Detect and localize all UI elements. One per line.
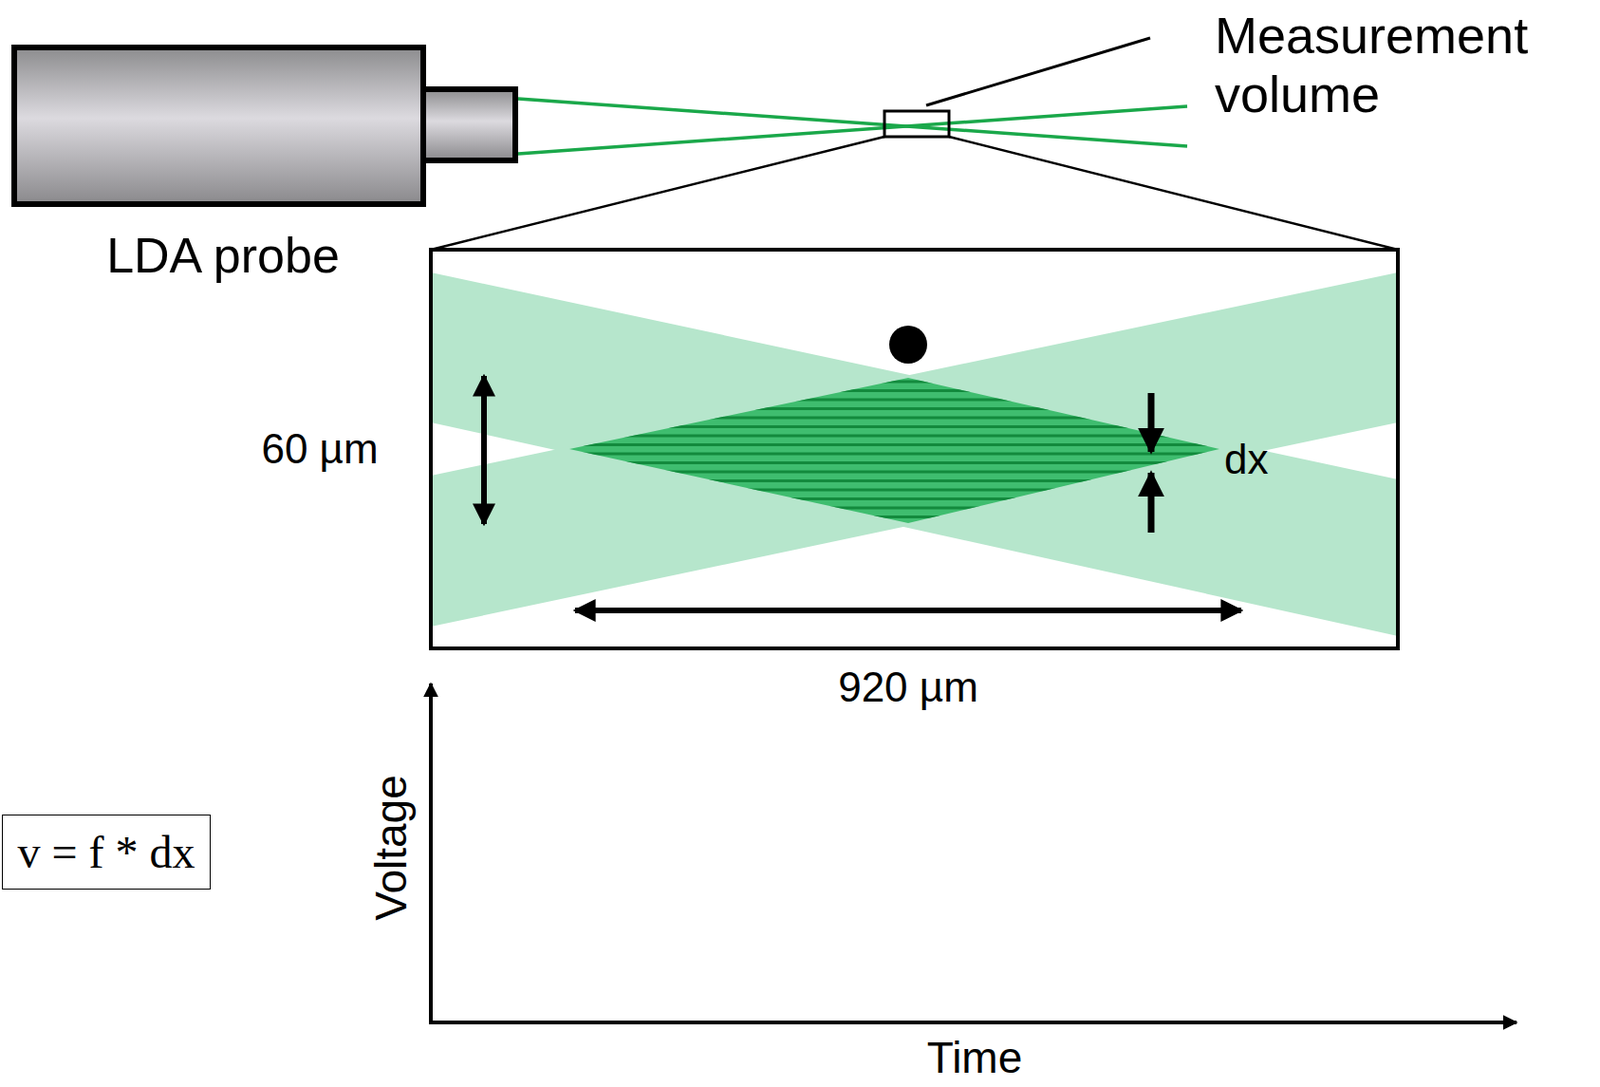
dimension-arrow bbox=[1148, 392, 1155, 452]
fringe-line bbox=[559, 506, 1229, 510]
fringe-line bbox=[559, 416, 1229, 420]
axis-label: Voltage bbox=[366, 774, 417, 920]
fringe-line bbox=[559, 488, 1229, 492]
fringe-line bbox=[559, 389, 1229, 392]
formula-text: v = f * dx bbox=[17, 825, 195, 878]
measurement-volume-box bbox=[884, 111, 949, 137]
fringe-line bbox=[559, 398, 1229, 402]
fringe-line bbox=[559, 452, 1229, 456]
zoom-line bbox=[948, 136, 1398, 250]
fringe-line bbox=[559, 380, 1229, 384]
zoom-frame bbox=[430, 249, 1398, 649]
fringe-line bbox=[559, 461, 1229, 465]
measurement-volume-label: Measurement volume bbox=[1214, 5, 1547, 124]
seeding-particle bbox=[889, 325, 928, 364]
fringe-line bbox=[559, 425, 1229, 428]
dimension-label: 920 µm bbox=[837, 663, 979, 712]
beam-bands bbox=[430, 272, 1398, 636]
probe-label: LDA probe bbox=[106, 227, 340, 285]
formula-box: v = f * dx bbox=[1, 814, 211, 890]
fringe-line bbox=[559, 407, 1229, 410]
axis-label: Time bbox=[927, 1032, 1024, 1083]
fringe-line bbox=[559, 434, 1229, 438]
dimension-label: 60 µm bbox=[260, 425, 378, 474]
time-axis bbox=[428, 1020, 1517, 1024]
leader-line bbox=[926, 37, 1151, 106]
fringe-line bbox=[559, 515, 1229, 519]
probe-nozzle bbox=[423, 89, 516, 161]
zoom-line bbox=[430, 136, 885, 250]
fringe-spacing-label: dx bbox=[1224, 435, 1268, 484]
fringe-line bbox=[559, 470, 1229, 474]
dimension-arrow bbox=[575, 607, 1242, 614]
voltage-axis bbox=[428, 683, 433, 1023]
fringe-line bbox=[559, 443, 1229, 447]
dimension-arrow bbox=[481, 375, 487, 524]
fringe-line bbox=[559, 479, 1229, 483]
fringe-line bbox=[559, 497, 1229, 501]
probe-body bbox=[14, 47, 424, 205]
dimension-arrow bbox=[1148, 472, 1155, 533]
